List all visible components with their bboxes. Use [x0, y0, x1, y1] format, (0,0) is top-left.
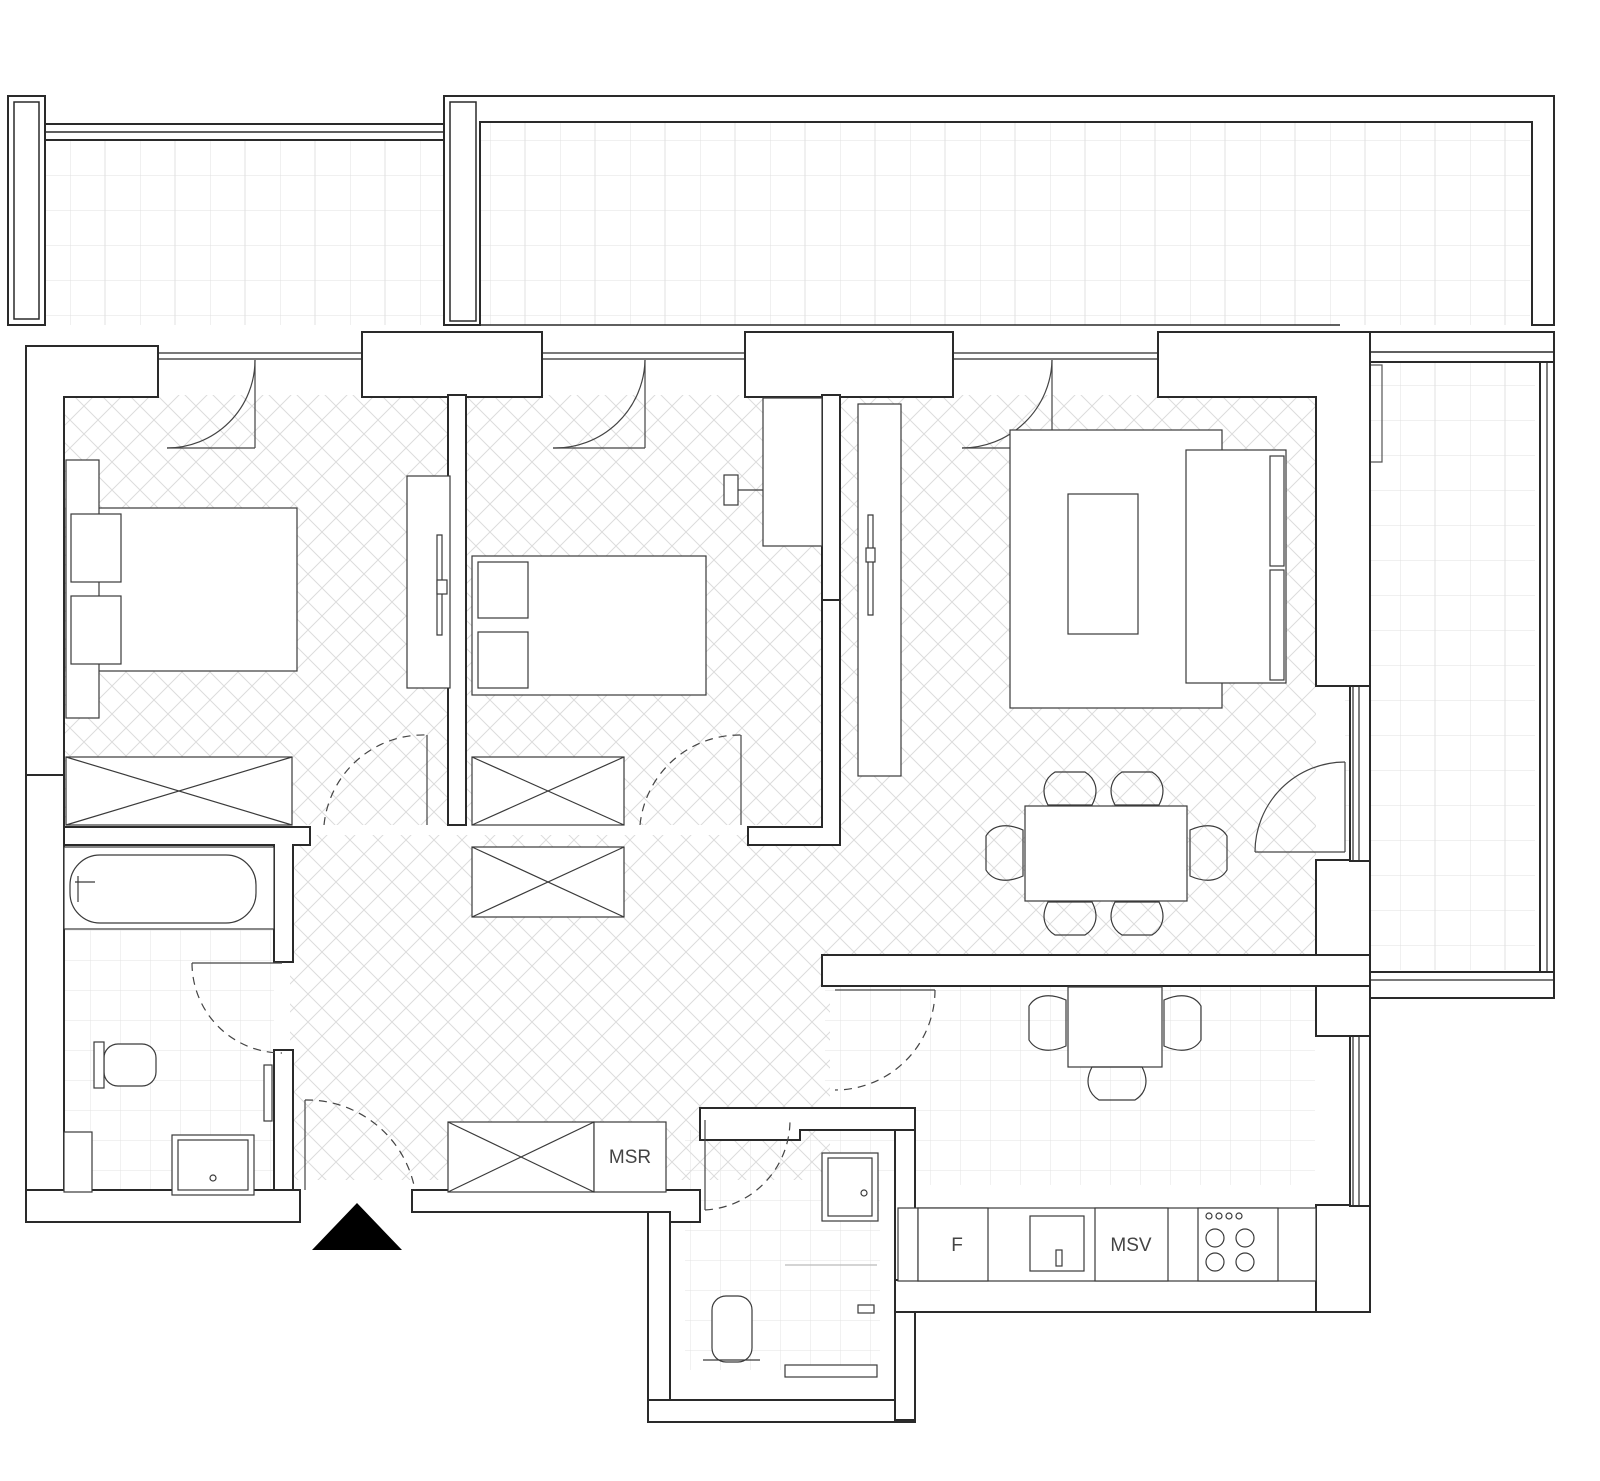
pillow — [70, 513, 122, 583]
tv-unit — [857, 403, 902, 777]
bedroom-1-furniture — [65, 459, 451, 826]
balcony-right — [1339, 331, 1555, 999]
pillow — [477, 631, 529, 689]
terrace-main — [443, 95, 1555, 326]
bedroom-2-furniture — [471, 397, 823, 918]
coffee-table — [1067, 493, 1139, 635]
headboard — [65, 459, 100, 719]
pillow — [477, 561, 529, 619]
entrance-triangle-icon — [312, 1203, 402, 1250]
doors — [166, 359, 1346, 1211]
balcony-left — [7, 95, 446, 326]
bathroom-fixtures — [63, 846, 275, 1196]
msr-cabinet — [593, 1121, 667, 1193]
sofa — [1185, 449, 1287, 684]
pillow — [70, 595, 122, 665]
dining-table — [1024, 805, 1188, 902]
msv-label: MSV — [1110, 1235, 1152, 1256]
wc-fixtures — [703, 1152, 879, 1378]
wc-toilet — [711, 1295, 753, 1363]
desk — [762, 397, 823, 547]
fridge-label: F — [951, 1235, 963, 1256]
kitchen-table — [1067, 986, 1163, 1068]
living-room-furniture — [857, 403, 1287, 902]
desk-chair — [723, 474, 739, 506]
kitchen-chairs — [1028, 995, 1202, 1101]
dining-chairs — [985, 771, 1228, 936]
msv-cabinet — [1094, 1207, 1169, 1282]
windows — [158, 352, 1360, 1205]
towel-rail — [263, 1064, 273, 1122]
fridge — [917, 1207, 989, 1282]
kitchen-furniture — [897, 986, 1317, 1282]
msr-label: MSR — [609, 1147, 651, 1168]
hall-storage — [447, 1121, 667, 1193]
walls — [25, 331, 1371, 1423]
toilet — [103, 1043, 157, 1087]
